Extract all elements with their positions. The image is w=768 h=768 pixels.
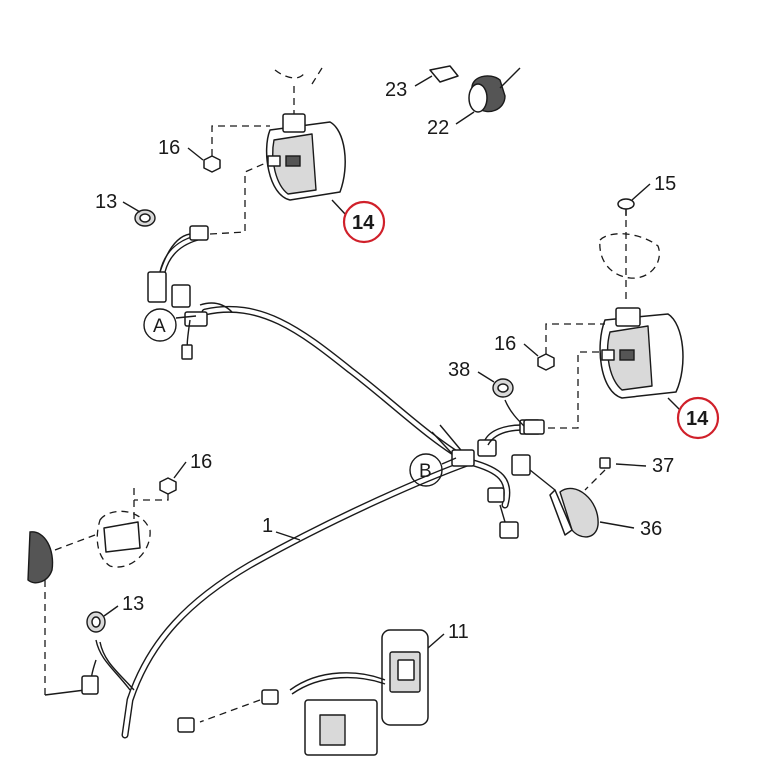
nut-16-upper — [203, 125, 270, 173]
callout-37: 37 — [652, 455, 674, 477]
ref-label-b: B — [419, 461, 432, 482]
leader-lines — [103, 75, 681, 649]
bolt-15 — [617, 198, 635, 216]
callout-11: 11 — [448, 621, 469, 643]
ref-circle-b — [409, 453, 443, 487]
harness-junction-a — [147, 235, 233, 360]
part-23 — [429, 65, 459, 83]
callout-1: 1 — [262, 515, 273, 537]
callout-13-lower: 13 — [122, 593, 144, 615]
callout-14-upper: 14 — [352, 212, 375, 234]
headlight-lower-connector — [504, 351, 600, 435]
callout-22: 22 — [427, 117, 449, 139]
highlight-ring-14-lower — [676, 396, 720, 440]
callout-23: 23 — [385, 79, 407, 101]
callout-36: 36 — [640, 518, 662, 540]
callouts: 23 22 16 13 14 15 16 38 14 37 36 16 1 13… — [95, 79, 720, 643]
grommet-13-upper — [134, 209, 156, 227]
ref-circle-a — [143, 308, 177, 342]
callout-16-upper: 16 — [158, 137, 180, 159]
nut-16-right — [537, 323, 605, 371]
callout-38: 38 — [448, 359, 470, 381]
nut-16-left — [134, 477, 177, 501]
grommet-38 — [492, 378, 514, 398]
callout-15: 15 — [654, 173, 676, 195]
main-wire-harness — [90, 305, 511, 739]
harness-junction-b — [431, 419, 556, 539]
ref-label-a: A — [153, 316, 166, 337]
highlight-ring-14-upper — [342, 200, 386, 244]
headlight-lower — [599, 208, 684, 399]
horn-36 — [549, 457, 611, 538]
switch-panel-11 — [177, 629, 429, 756]
callout-13-upper: 13 — [95, 191, 117, 213]
callout-16-right: 16 — [494, 333, 516, 355]
part-22 — [468, 67, 521, 113]
headlight-upper — [265, 67, 346, 201]
callout-16-left: 16 — [190, 451, 212, 473]
headlight-upper-connector — [159, 161, 269, 273]
grommet-13-lower — [86, 611, 106, 633]
callout-14-lower: 14 — [686, 408, 709, 430]
bracket-assembly-left — [27, 488, 151, 700]
